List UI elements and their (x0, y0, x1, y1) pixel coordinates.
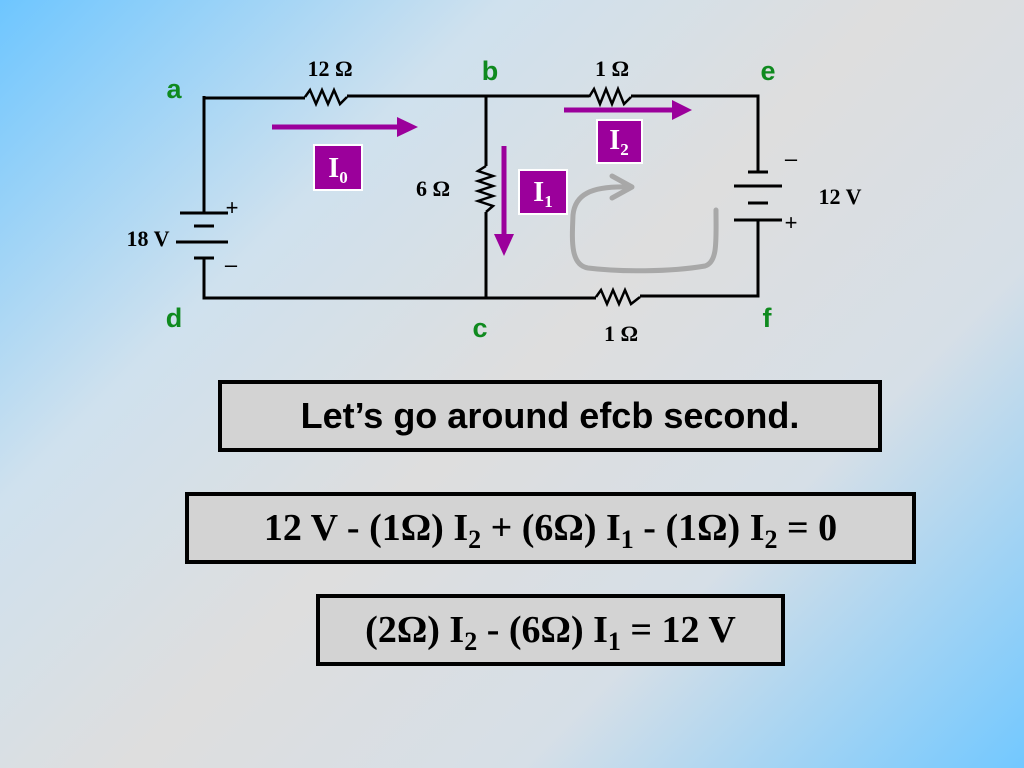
current-label-i0: I0 (313, 144, 363, 191)
equation-subscript: 1 (620, 525, 634, 554)
equation-subscript: 2 (468, 525, 482, 554)
wire-d-bottom (202, 258, 486, 300)
battery-12v (734, 170, 782, 222)
equation-box-simplified: (2Ω) I2 - (6Ω) I1 = 12 V (316, 594, 785, 666)
battery-18v-minus: – (225, 252, 238, 277)
resistor-1ohm-bottom (594, 286, 641, 308)
caption-instruction-text: Let’s go around efcb second. (300, 395, 800, 436)
node-c-label: c (472, 313, 487, 343)
node-d-label: d (166, 303, 183, 333)
circuit-diagram: I0 I1 I2 a b e d c f 12 Ω 1 Ω 6 Ω 1 Ω 18… (127, 56, 862, 346)
loop-efcb-indicator (569, 173, 719, 274)
resistor-1ohm-top (587, 85, 632, 108)
current-arrows (272, 100, 692, 256)
equation-subscript: 1 (607, 627, 621, 656)
battery-18v-plus: + (226, 195, 239, 220)
current-label-i1: I1 (518, 169, 568, 215)
circuit-wires (202, 94, 760, 300)
wire-res-e (631, 94, 760, 172)
battery-12v-label: 12 V (819, 184, 862, 209)
equation-subscript: 2 (764, 525, 778, 554)
resistor-1ohm-top-label: 1 Ω (595, 56, 629, 81)
resistor-1ohm-bottom-label: 1 Ω (604, 321, 638, 346)
resistor-12ohm-label: 12 Ω (307, 56, 352, 81)
current-label-i2: I2 (596, 119, 643, 164)
battery-12v-plus: + (785, 210, 798, 235)
equation-simplified-text: (2Ω) I2 - (6Ω) I1 = 12 V (365, 609, 736, 656)
node-b-label: b (482, 56, 499, 86)
wire-res-f (640, 222, 760, 298)
resistor-6ohm (474, 164, 497, 213)
equation-loop-text: 12 V - (1Ω) I2 + (6Ω) I1 - (1Ω) I2 = 0 (263, 507, 838, 554)
equation-subscript: 2 (464, 627, 478, 656)
battery-18v (176, 211, 228, 260)
equation-box-loop: 12 V - (1Ω) I2 + (6Ω) I1 - (1Ω) I2 = 0 (185, 492, 916, 564)
svg-text:I1: I1 (533, 177, 552, 211)
node-a-label: a (166, 74, 182, 104)
battery-12v-minus: – (785, 146, 798, 171)
resistor-12ohm (303, 86, 348, 108)
battery-18v-label: 18 V (127, 226, 170, 251)
resistor-6ohm-label: 6 Ω (416, 176, 450, 201)
svg-text:I0: I0 (328, 153, 347, 187)
node-e-label: e (760, 56, 775, 86)
node-f-label: f (763, 303, 773, 333)
caption-box-instruction: Let’s go around efcb second. (218, 380, 882, 452)
svg-text:I2: I2 (609, 125, 628, 159)
